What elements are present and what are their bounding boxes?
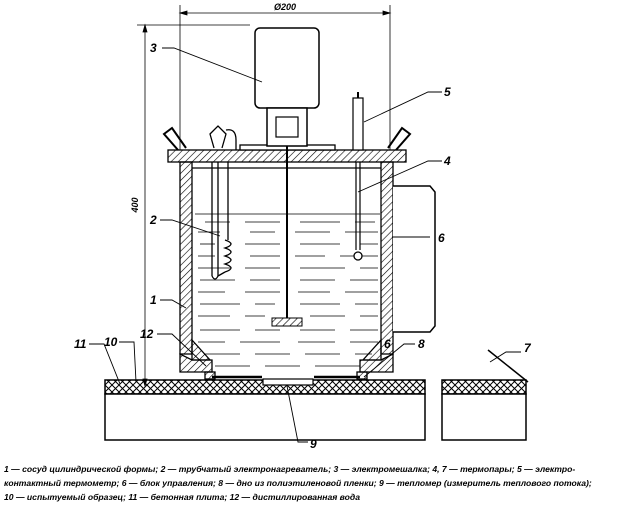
callout-6-bottom: 6 [384, 337, 391, 351]
callout-7: 7 [524, 341, 532, 355]
callout-5: 5 [444, 85, 451, 99]
callout-4: 4 [443, 154, 451, 168]
callout-10: 10 [104, 335, 118, 349]
callout-9: 9 [310, 437, 317, 451]
callout-8: 8 [418, 337, 425, 351]
callout-2: 2 [149, 213, 157, 227]
contact-thermometer [352, 92, 364, 261]
height-dimension-label: 400 [130, 197, 140, 213]
apparatus-diagram: Ø200 400 [74, 2, 532, 451]
callout-1: 1 [150, 293, 157, 307]
caption-line-3: 10 — испытуемый образец; 11 — бетонная п… [4, 492, 360, 502]
figure-caption: 1 — сосуд цилиндрической формы; 2 — труб… [4, 462, 615, 504]
leader-lines [89, 47, 521, 443]
callouts: 3 5 4 2 6 1 12 8 11 10 6 7 9 [74, 41, 532, 451]
callout-11: 11 [74, 337, 87, 351]
control-unit [393, 185, 436, 333]
electric-stirrer [254, 27, 320, 327]
heat-flux-meter [262, 378, 314, 386]
callout-3: 3 [150, 41, 157, 55]
concrete-slab [104, 379, 527, 441]
caption-line-1: 1 — сосуд цилиндрической формы; 2 — труб… [4, 464, 576, 474]
tubular-heater [209, 125, 237, 280]
caption-line-2: контактный термометр; 6 — блок управлени… [4, 478, 592, 488]
thermocouple-7 [487, 349, 529, 383]
width-dimension-label: Ø200 [274, 2, 296, 12]
width-dimension [178, 5, 392, 150]
callout-12: 12 [140, 327, 154, 341]
distilled-water [195, 213, 380, 367]
height-dimension [137, 23, 250, 388]
callout-6-control-unit: 6 [438, 231, 445, 245]
vessel-handles [162, 126, 412, 151]
vessel-feet [179, 352, 394, 380]
